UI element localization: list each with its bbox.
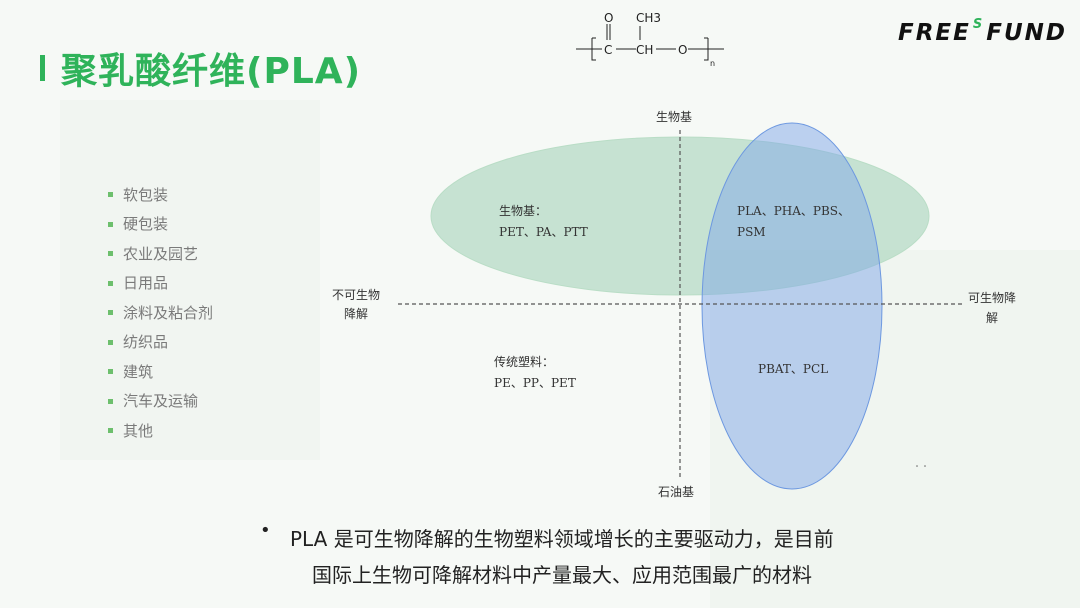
- application-list-item: 汽车及运输: [108, 387, 213, 417]
- quadrant-top-right: PLA、PHA、PBS、 PSM: [737, 201, 850, 243]
- quadrant-top-left: 生物基： PET、PA、PTT: [499, 201, 588, 243]
- application-list-item: 其他: [108, 416, 213, 446]
- application-label: 日用品: [123, 274, 169, 293]
- logo-superscript: S: [972, 17, 985, 32]
- application-list-item: 涂料及粘合剂: [108, 298, 213, 328]
- axis-label-bottom: 石油基: [658, 485, 695, 499]
- application-label: 硬包装: [123, 215, 169, 234]
- title-accent-bar: [40, 55, 45, 81]
- biodegradable-ellipse: [701, 122, 883, 490]
- quadrant-bottom-left: 传统塑料： PE、PP、PET: [494, 352, 576, 394]
- application-label: 软包装: [123, 185, 169, 204]
- formula-methyl: CH3: [636, 11, 661, 25]
- list-bullet-icon: [108, 192, 113, 198]
- application-list-item: 日用品: [108, 269, 213, 299]
- application-list-item: 纺织品: [108, 328, 213, 358]
- axis-label-left-line1: 不可生物: [332, 288, 381, 302]
- quadrant-bottom-left-items: PE、PP、PET: [494, 376, 576, 390]
- page-title: 聚乳酸纤维(PLA): [61, 51, 362, 92]
- quadrant-top-left-items: PET、PA、PTT: [499, 225, 588, 239]
- list-bullet-icon: [108, 310, 113, 316]
- list-bullet-icon: [108, 398, 113, 404]
- application-label: 建筑: [123, 362, 154, 381]
- quadrant-bottom-left-title: 传统塑料：: [494, 355, 555, 369]
- decor-dot: [916, 465, 918, 467]
- logo-text-free: FREE: [898, 20, 971, 46]
- quadrant-top-right-line2: PSM: [737, 225, 766, 239]
- page-title-group: 聚乳酸纤维(PLA): [40, 46, 361, 92]
- axis-label-top: 生物基: [656, 110, 693, 124]
- formula-ch: CH: [636, 43, 653, 57]
- application-label: 汽车及运输: [123, 392, 199, 411]
- quadrant-top-right-line1: PLA、PHA、PBS、: [737, 204, 851, 218]
- axis-label-right-line2: 解: [986, 311, 999, 325]
- axis-label-left-line2: 降解: [344, 307, 369, 321]
- list-bullet-icon: [108, 251, 113, 257]
- list-bullet-icon: [108, 428, 113, 434]
- pla-chemical-formula: O CH3 C CH O n: [576, 11, 724, 68]
- application-list: 软包装硬包装农业及园艺日用品涂料及粘合剂纺织品建筑汽车及运输其他: [108, 180, 213, 446]
- formula-carbon: C: [604, 43, 612, 57]
- quadrant-bottom-right: PBAT、PCL: [758, 362, 829, 376]
- formula-ester-oxygen: O: [678, 43, 687, 57]
- quadrant-top-left-title: 生物基：: [499, 204, 548, 218]
- summary-bullet: •: [260, 520, 271, 541]
- list-bullet-icon: [108, 339, 113, 345]
- axis-label-right-line1: 可生物降: [968, 291, 1017, 305]
- logo-text-fund: FUND: [986, 20, 1067, 46]
- application-list-item: 建筑: [108, 357, 213, 387]
- background-panel-left: [60, 100, 320, 460]
- summary-line1: PLA 是可生物降解的生物塑料领域增长的主要驱动力，是目前: [290, 527, 834, 551]
- application-label: 其他: [123, 421, 154, 440]
- application-list-item: 软包装: [108, 180, 213, 210]
- formula-oxygen: O: [604, 11, 613, 25]
- axis-label-left: 不可生物 降解: [332, 286, 380, 324]
- decor-dot: [924, 465, 926, 467]
- list-bullet-icon: [108, 369, 113, 375]
- axis-label-right: 可生物降 解: [968, 288, 1016, 328]
- formula-subscript-n: n: [710, 59, 715, 68]
- list-bullet-icon: [108, 221, 113, 227]
- application-label: 纺织品: [123, 333, 169, 352]
- application-list-item: 硬包装: [108, 210, 213, 240]
- application-label: 涂料及粘合剂: [123, 303, 214, 322]
- list-bullet-icon: [108, 280, 113, 286]
- summary-line2: 国际上生物可降解材料中产量最大、应用范围最广的材料: [312, 563, 812, 587]
- application-label: 农业及园艺: [123, 244, 199, 263]
- application-list-item: 农业及园艺: [108, 239, 213, 269]
